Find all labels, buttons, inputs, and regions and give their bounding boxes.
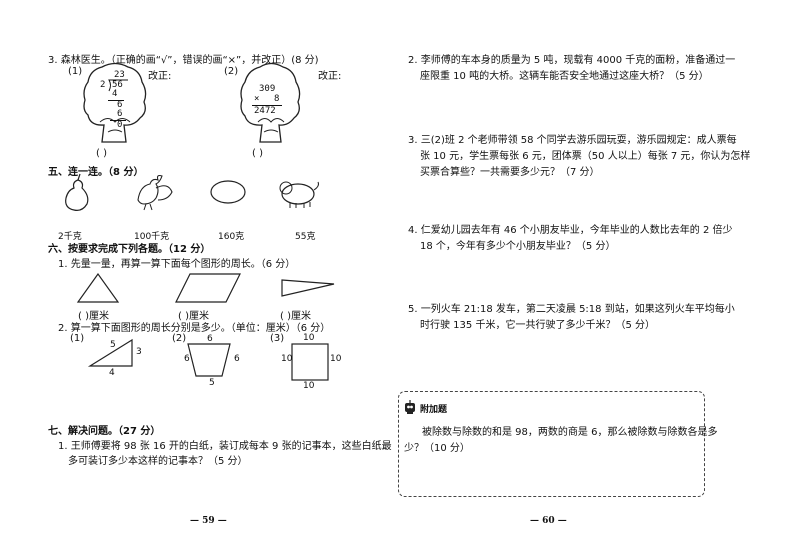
division-step3: 6	[117, 109, 123, 119]
right-triangle-shape	[87, 338, 133, 367]
thin-triangle-shape	[281, 279, 335, 297]
triangle-side-3: 3	[136, 347, 142, 357]
pig-icon	[279, 181, 319, 208]
q3-fix2-label: 改正:	[318, 71, 342, 82]
r-q4-line2: 18 个，今年有多少个小朋友毕业？（5 分）	[420, 241, 616, 252]
square-top: 10	[303, 333, 315, 343]
parallelogram-shape	[175, 273, 241, 303]
fig-label-2: (2)	[172, 333, 187, 344]
s6-q1: 1. 先量一量，再算一算下面每个图形的周长。（6 分）	[58, 259, 296, 270]
square-bottom: 10	[303, 381, 315, 391]
cm-blank-1[interactable]: ( )厘米	[78, 311, 109, 322]
r-q3-line3: 买票合算些？一共需要多少元？（7 分）	[420, 167, 600, 178]
square-shape	[291, 343, 329, 381]
weight-label-4: 55克	[295, 232, 316, 242]
division-quotient: 23	[114, 70, 125, 80]
tree-illustration-2	[240, 62, 301, 143]
mult-top: 309	[259, 84, 276, 94]
weight-label-3: 160克	[218, 232, 245, 242]
r-q2-line1: 2. 李师傅的车本身的质量为 5 吨，现载有 4000 千克的面粉，准备通过一	[408, 55, 736, 66]
r-q2-line2: 座限重 10 吨的大桥。这辆车能否安全地通过这座大桥？（5 分）	[420, 71, 709, 82]
mult-result: 2472	[254, 106, 276, 116]
section7-title: 七、解决问题。（27 分）	[48, 426, 161, 437]
r-q4-line1: 4. 仁爱幼儿园去年有 46 个小朋友毕业，今年毕业的人数比去年的 2 倍少	[408, 225, 733, 236]
matching-pictures	[65, 173, 319, 211]
robot-icon	[405, 400, 415, 414]
r-q3-line2: 张 10 元，学生票每张 6 元，团体票（50 人以上）每张 7 元，你认为怎样	[420, 151, 751, 162]
page-number-left: — 59 —	[190, 516, 227, 526]
fig-label-1: (1)	[70, 333, 85, 344]
triangle-side-5: 5	[110, 340, 116, 350]
triangle-side-4: 4	[109, 368, 115, 378]
division-line-1	[108, 100, 124, 101]
q3-answer-blank-1[interactable]: ( )	[96, 148, 107, 159]
q3-answer-blank-2[interactable]: ( )	[252, 148, 263, 159]
measure-shapes	[76, 272, 335, 303]
pear-icon	[65, 173, 89, 211]
q3-title: 3. 森林医生。（正确的画“√”，错误的画“×”，并改正）(8 分)	[48, 55, 319, 66]
division-line-2	[110, 120, 126, 121]
square-right: 10	[330, 354, 342, 364]
fig-label-3: (3)	[270, 333, 285, 344]
bonus-question-box	[398, 391, 705, 497]
r-q5-line1: 5. 一列火车 21:18 发车，第二天凌晨 5:18 到站，如果这列火车平均每…	[408, 304, 735, 315]
division-step1: 4	[112, 89, 118, 99]
weight-label-1: 2千克	[58, 232, 82, 242]
weight-label-2: 100千克	[134, 232, 170, 242]
trapezoid-right: 6	[234, 354, 240, 364]
s7-q1-line1: 1. 王师傅要将 98 张 16 开的白纸，装订成每本 9 张的记事本，这些白纸…	[58, 441, 392, 452]
page-number-right: — 60 —	[530, 516, 567, 526]
section6-title: 六、按要求完成下列各题。（12 分）	[48, 244, 211, 255]
division-bracket	[108, 79, 128, 92]
mult-bottom: 8	[274, 94, 280, 104]
q3-sub1-label: (1)	[68, 66, 83, 77]
egg-icon	[210, 180, 246, 204]
q3-fix1-label: 改正:	[148, 71, 172, 82]
division-divisor: 2	[100, 80, 106, 90]
perimeter-shapes	[87, 338, 329, 381]
cm-blank-3[interactable]: ( )厘米	[280, 311, 311, 322]
square-left: 10	[281, 354, 293, 364]
trapezoid-shape	[187, 343, 231, 377]
rooster-icon	[137, 174, 173, 211]
bonus-line1: 被除数与除数的和是 98，两数的商是 6，那么被除数与除数各是多	[422, 427, 718, 438]
s6-q2: 2. 算一算下面图形的周长分别是多少。（单位：厘米）（6 分）	[58, 323, 331, 334]
mult-line	[252, 105, 282, 106]
trapezoid-bottom: 5	[209, 378, 215, 388]
trapezoid-top: 6	[207, 334, 213, 344]
division-dividend: 56	[112, 80, 123, 90]
bonus-line2: 少？（10 分）	[404, 443, 470, 454]
q3-sub2-label: (2)	[224, 66, 239, 77]
mult-op: ×	[254, 94, 260, 104]
cm-blank-2[interactable]: ( )厘米	[178, 311, 209, 322]
tree-illustration-1	[83, 62, 147, 143]
r-q3-line1: 3. 三(2)班 2 个老师带领 58 个同学去游乐园玩耍，游乐园规定：成人票每	[408, 135, 737, 146]
s7-q1-line2: 多可装订多少本这样的记事本？（5 分）	[68, 456, 248, 467]
section5-title: 五、连一连。（8 分）	[48, 167, 144, 178]
triangle-shape	[76, 272, 120, 303]
trapezoid-left: 6	[184, 354, 190, 364]
r-q5-line2: 时行驶 135 千米，它一共行驶了多少千米？（5 分）	[420, 320, 655, 331]
bonus-title: 附加题	[420, 405, 448, 415]
division-step2: 6	[117, 100, 123, 110]
division-remainder: 0	[117, 120, 123, 130]
